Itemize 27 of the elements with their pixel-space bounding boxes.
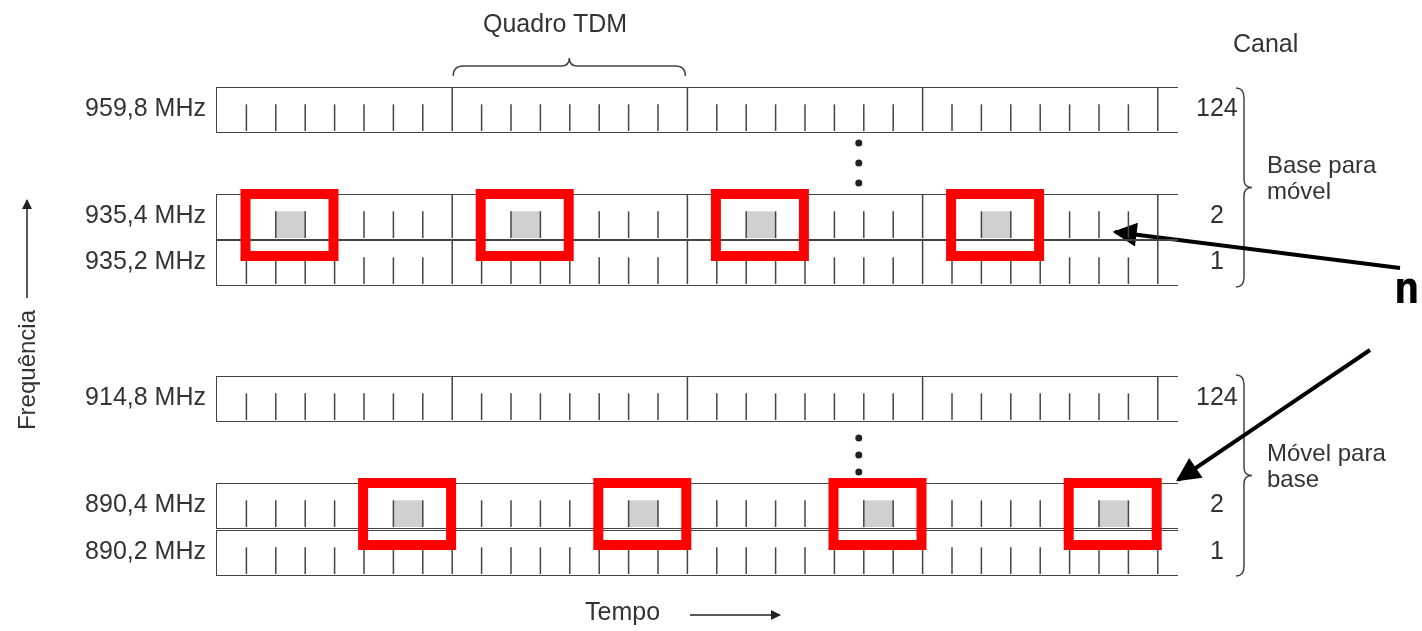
group-label: Móvel para base xyxy=(1267,440,1387,493)
channel-number: 2 xyxy=(1210,201,1224,229)
frequency-label: 914,8 MHz xyxy=(85,383,206,411)
channel-number: 1 xyxy=(1210,247,1224,275)
frequency-label: 935,2 MHz xyxy=(85,247,206,275)
time-slot-bar xyxy=(216,483,1178,529)
time-slot-bar xyxy=(216,194,1178,240)
frequency-label: 935,4 MHz xyxy=(85,201,206,229)
frame-label: Quadro TDM xyxy=(483,10,628,38)
group-label: Base para móvel xyxy=(1267,152,1378,205)
annotation-letter: n xyxy=(1365,262,1420,352)
time-slot-bar xyxy=(216,530,1178,576)
arrow xyxy=(1176,348,1372,482)
frequency-label: 890,2 MHz xyxy=(85,537,206,565)
channel-number: 124 xyxy=(1196,94,1238,122)
time-slot-bar xyxy=(216,376,1178,422)
time-slot-bar xyxy=(216,240,1178,286)
axis-label: Tempo xyxy=(585,598,661,626)
axis-label: Frequência xyxy=(13,309,41,431)
time-slot-bar xyxy=(216,87,1178,133)
channel-number: 2 xyxy=(1210,490,1224,518)
channel-number: 124 xyxy=(1196,383,1238,411)
arrow xyxy=(1112,222,1401,270)
channel-number: 1 xyxy=(1210,537,1224,565)
frequency-label: 959,8 MHz xyxy=(85,94,206,122)
column-heading: Canal xyxy=(1233,30,1299,58)
frequency-label: 890,4 MHz xyxy=(85,490,206,518)
